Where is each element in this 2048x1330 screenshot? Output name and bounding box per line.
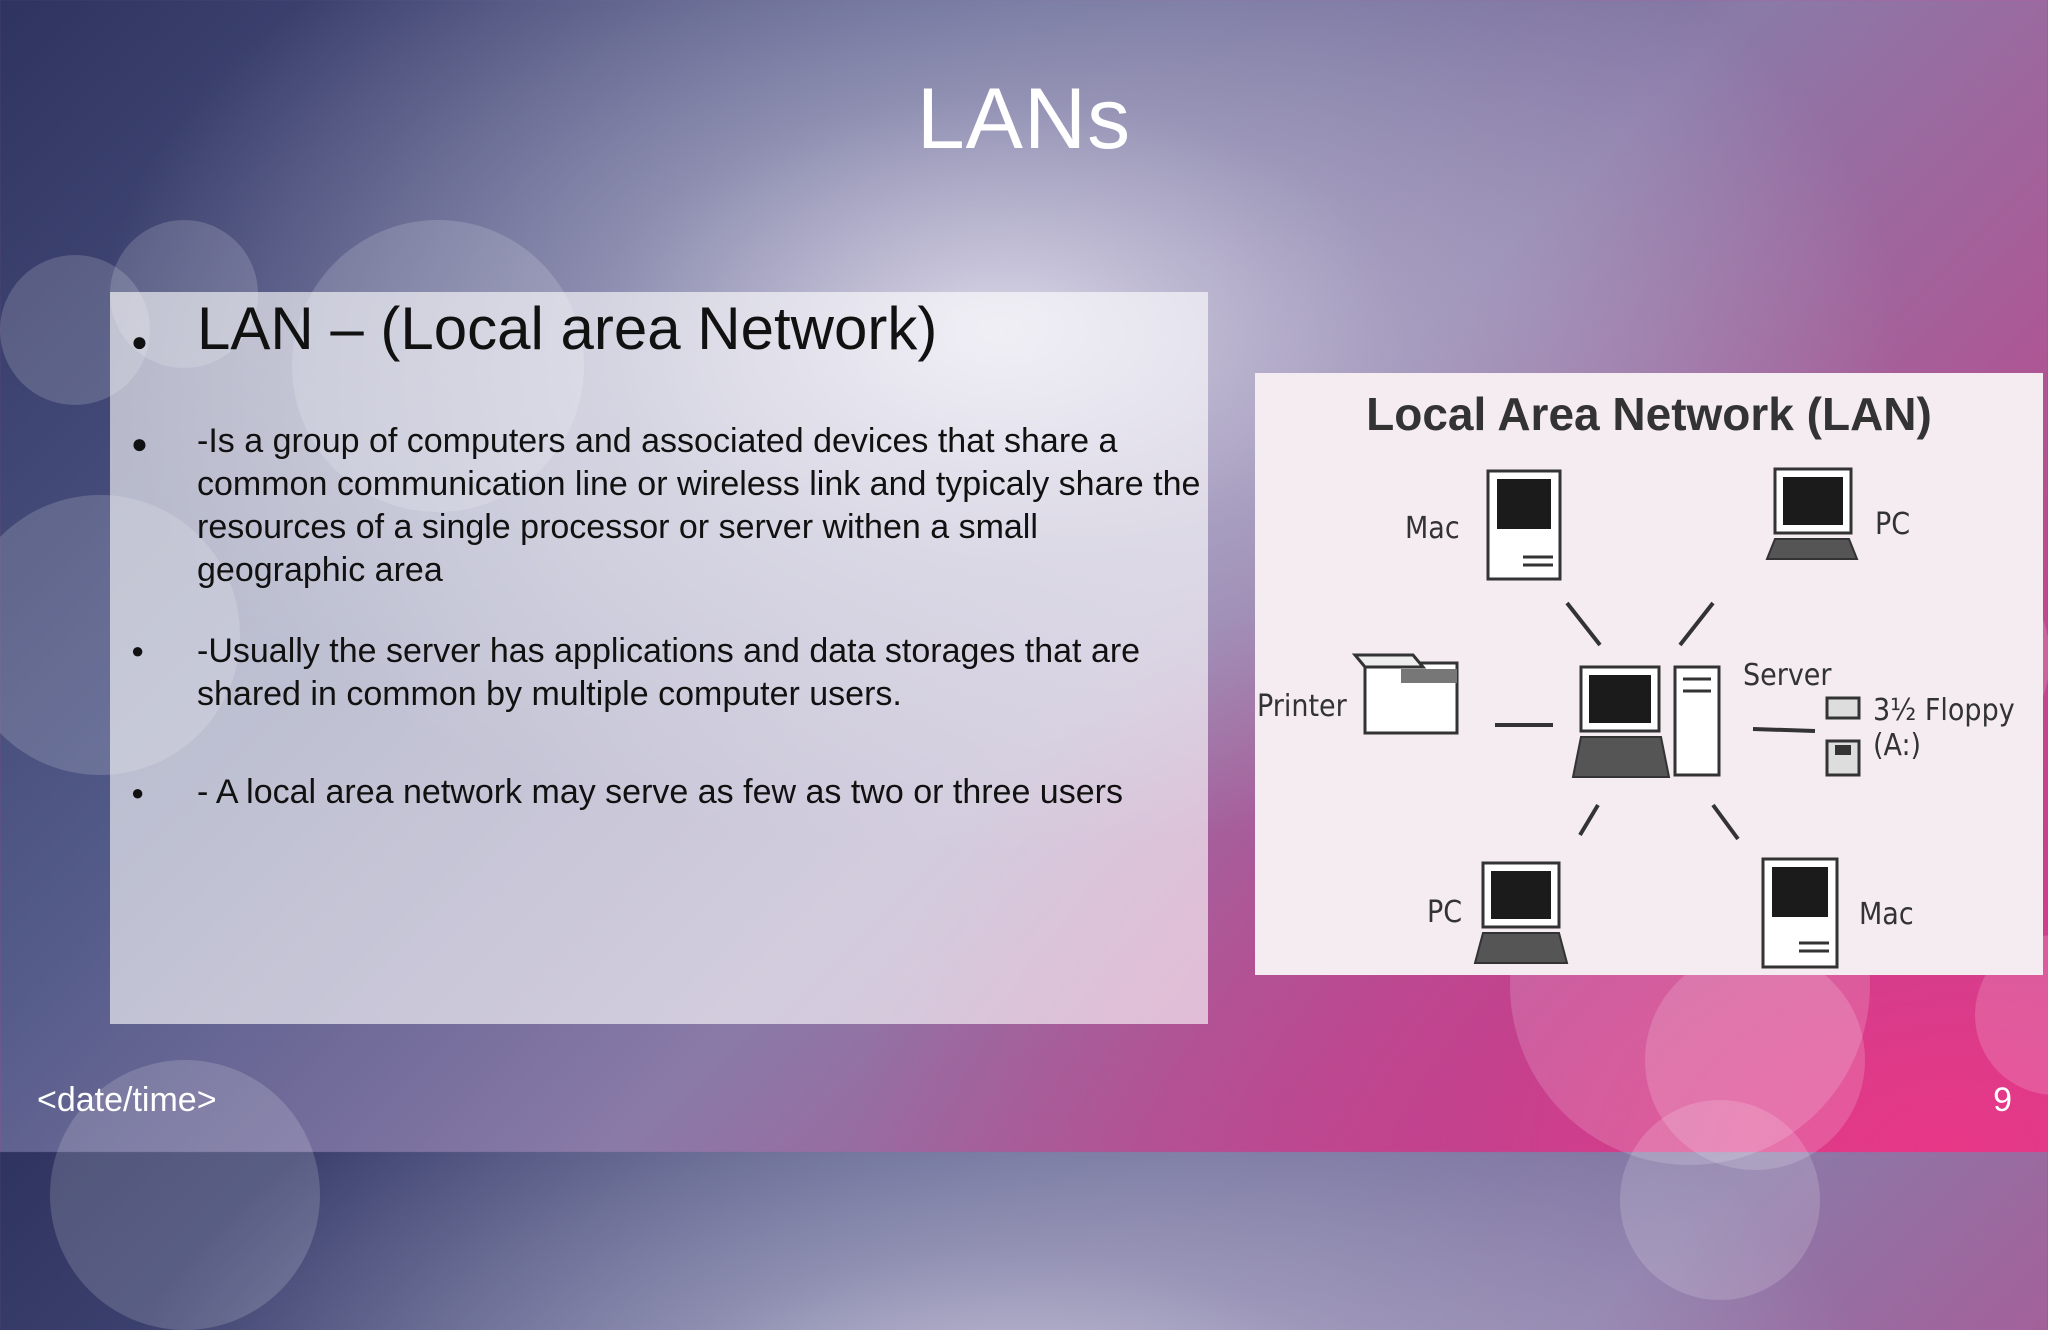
slide-title: LANs: [916, 71, 1132, 167]
pc-computer-icon: [1473, 861, 1569, 964]
bullet-text: -Usually the server has applications and…: [197, 632, 1141, 713]
bullet-text: - A local area network may serve as few …: [197, 773, 1123, 811]
bullet-marker: ●: [131, 638, 145, 663]
pc-computer-icon: [1765, 467, 1859, 560]
server-icon: [1571, 665, 1721, 778]
decor-bubble: [1620, 1100, 1820, 1300]
connection-line: [1565, 601, 1602, 647]
bullet-marker: ●: [131, 780, 145, 805]
bullet-heading: LAN – (Local area Network): [197, 295, 938, 362]
lan-diagram-drawing: [1351, 467, 1861, 969]
label-printer: Printer: [1257, 689, 1347, 724]
label-mac-bottom: Mac: [1859, 897, 1914, 932]
label-pc-bottom: PC: [1427, 895, 1463, 930]
footer-date: <date/time>: [37, 1081, 217, 1119]
diagram-title: Local Area Network (LAN): [1366, 388, 1932, 440]
mac-computer-icon: [1486, 469, 1562, 581]
bullet-marker: ●: [131, 428, 148, 459]
label-floppy: 3½ Floppy (A:): [1873, 693, 2015, 763]
connection-line: [1752, 727, 1816, 733]
label-mac-top: Mac: [1405, 511, 1460, 546]
mac-computer-icon: [1761, 857, 1839, 969]
bullet-text: -Is a group of computers and associated …: [197, 422, 1201, 589]
bullet-marker: ●: [131, 326, 148, 357]
label-pc-top: PC: [1875, 507, 1911, 542]
page-number: 9: [1993, 1081, 2012, 1119]
connection-line: [1578, 803, 1600, 837]
label-server: Server: [1743, 658, 1832, 693]
printer-icon: [1351, 653, 1459, 735]
lan-diagram-image: Local Area Network (LAN): [1255, 373, 2043, 975]
connection-line: [1711, 803, 1740, 841]
decor-bubble: [1645, 950, 1865, 1170]
floppy-disk-icon: [1825, 696, 1861, 777]
connection-line: [1678, 601, 1715, 647]
content-panel: [110, 292, 1208, 1024]
